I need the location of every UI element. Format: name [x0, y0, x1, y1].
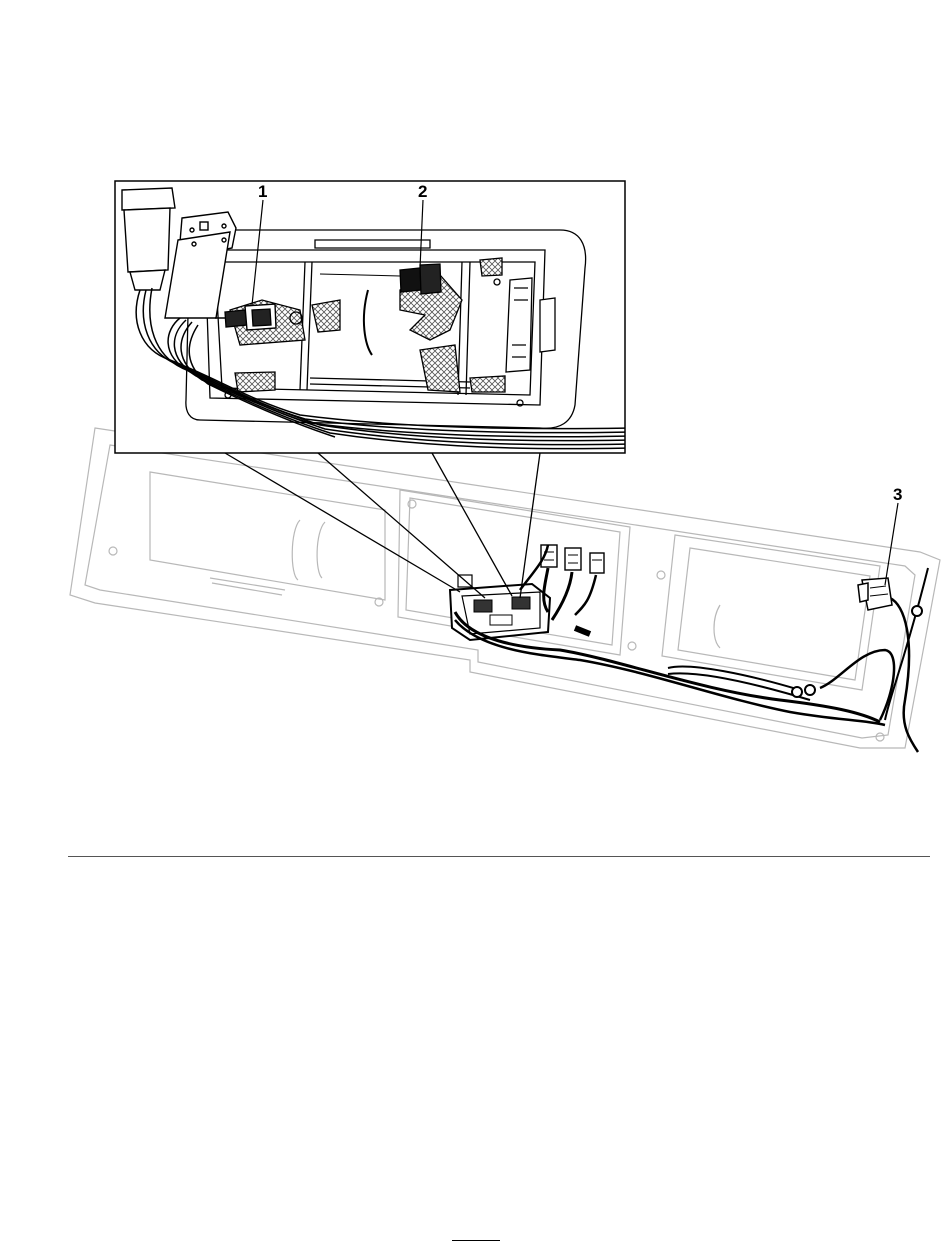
callout-label-3: 3	[893, 485, 902, 504]
zoom-leader-lines	[225, 453, 540, 598]
inset-detail-view	[115, 181, 630, 453]
main-harness	[450, 545, 928, 752]
page-footer-rule	[452, 1240, 500, 1241]
callout-label-2: 2	[418, 182, 427, 201]
section-divider	[68, 856, 930, 857]
callout-label-1: 1	[258, 182, 267, 201]
switch-connector	[858, 578, 892, 610]
callout-3: 3	[885, 485, 902, 585]
relay-connectors	[541, 545, 604, 573]
